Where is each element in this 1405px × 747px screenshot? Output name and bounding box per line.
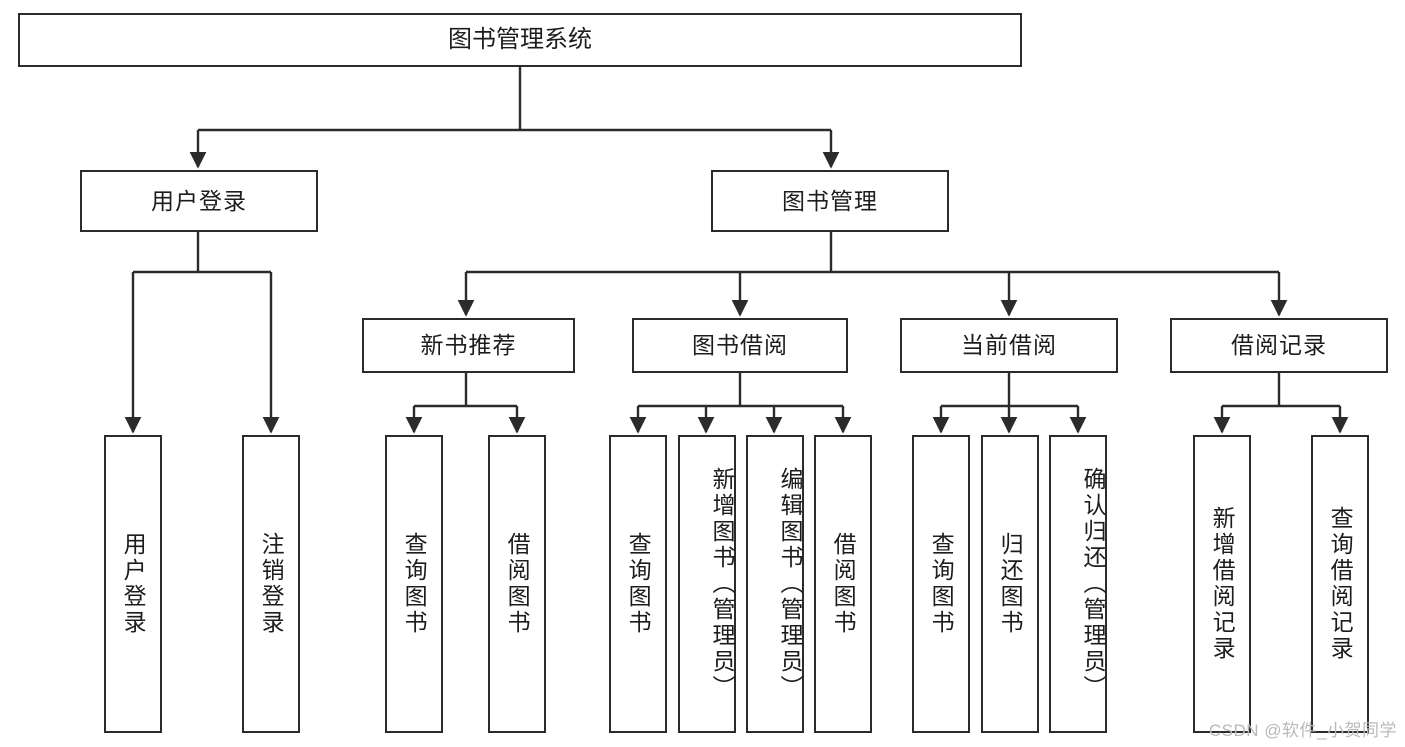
node-leaf-confirm-return[interactable]: 确认归还（管理员） (1049, 435, 1107, 733)
node-current-borrow[interactable]: 当前借阅 (900, 318, 1118, 373)
node-leaf-query-book-2[interactable]: 查询图书 (609, 435, 667, 733)
node-leaf-edit-book[interactable]: 编辑图书（管理员） (746, 435, 804, 733)
node-leaf-edit-book-label: 编辑图书（管理员） (777, 467, 803, 701)
node-leaf-borrow-book-2-label: 借阅图书 (830, 532, 857, 636)
node-leaf-add-record-label: 新增借阅记录 (1209, 506, 1236, 662)
node-leaf-borrow-book-2[interactable]: 借阅图书 (814, 435, 872, 733)
node-leaf-borrow-book-1-label: 借阅图书 (504, 532, 531, 636)
node-root[interactable]: 图书管理系统 (18, 13, 1022, 67)
node-borrow-record-label: 借阅记录 (1231, 332, 1327, 359)
node-user-login[interactable]: 用户登录 (80, 170, 318, 232)
node-leaf-add-book[interactable]: 新增图书（管理员） (678, 435, 736, 733)
node-leaf-add-record[interactable]: 新增借阅记录 (1193, 435, 1251, 733)
node-leaf-query-record-label: 查询借阅记录 (1327, 506, 1354, 662)
node-new-book-rec[interactable]: 新书推荐 (362, 318, 575, 373)
node-book-borrow-label: 图书借阅 (692, 332, 788, 359)
node-borrow-record[interactable]: 借阅记录 (1170, 318, 1388, 373)
node-book-borrow[interactable]: 图书借阅 (632, 318, 848, 373)
node-book-manage-label: 图书管理 (782, 187, 878, 214)
node-leaf-confirm-return-label: 确认归还（管理员） (1080, 467, 1106, 701)
node-leaf-return-book-label: 归还图书 (997, 532, 1024, 636)
node-leaf-query-book-3-label: 查询图书 (928, 532, 955, 636)
node-leaf-user-login-label: 用户登录 (120, 532, 147, 636)
node-leaf-query-record[interactable]: 查询借阅记录 (1311, 435, 1369, 733)
node-current-borrow-label: 当前借阅 (961, 332, 1057, 359)
node-leaf-borrow-book-1[interactable]: 借阅图书 (488, 435, 546, 733)
node-leaf-query-book-3[interactable]: 查询图书 (912, 435, 970, 733)
node-leaf-user-logout[interactable]: 注销登录 (242, 435, 300, 733)
node-leaf-query-book-2-label: 查询图书 (625, 532, 652, 636)
node-book-manage[interactable]: 图书管理 (711, 170, 949, 232)
node-new-book-rec-label: 新书推荐 (420, 332, 517, 359)
node-leaf-query-book-1-label: 查询图书 (401, 532, 428, 636)
node-leaf-add-book-label: 新增图书（管理员） (709, 467, 735, 701)
node-user-login-label: 用户登录 (151, 187, 247, 214)
node-leaf-user-login[interactable]: 用户登录 (104, 435, 162, 733)
node-leaf-query-book-1[interactable]: 查询图书 (385, 435, 443, 733)
node-root-label: 图书管理系统 (448, 26, 592, 54)
node-leaf-return-book[interactable]: 归还图书 (981, 435, 1039, 733)
csdn-watermark: CSDN @软件_小贺同学 (1208, 721, 1397, 740)
node-leaf-user-logout-label: 注销登录 (258, 532, 285, 636)
